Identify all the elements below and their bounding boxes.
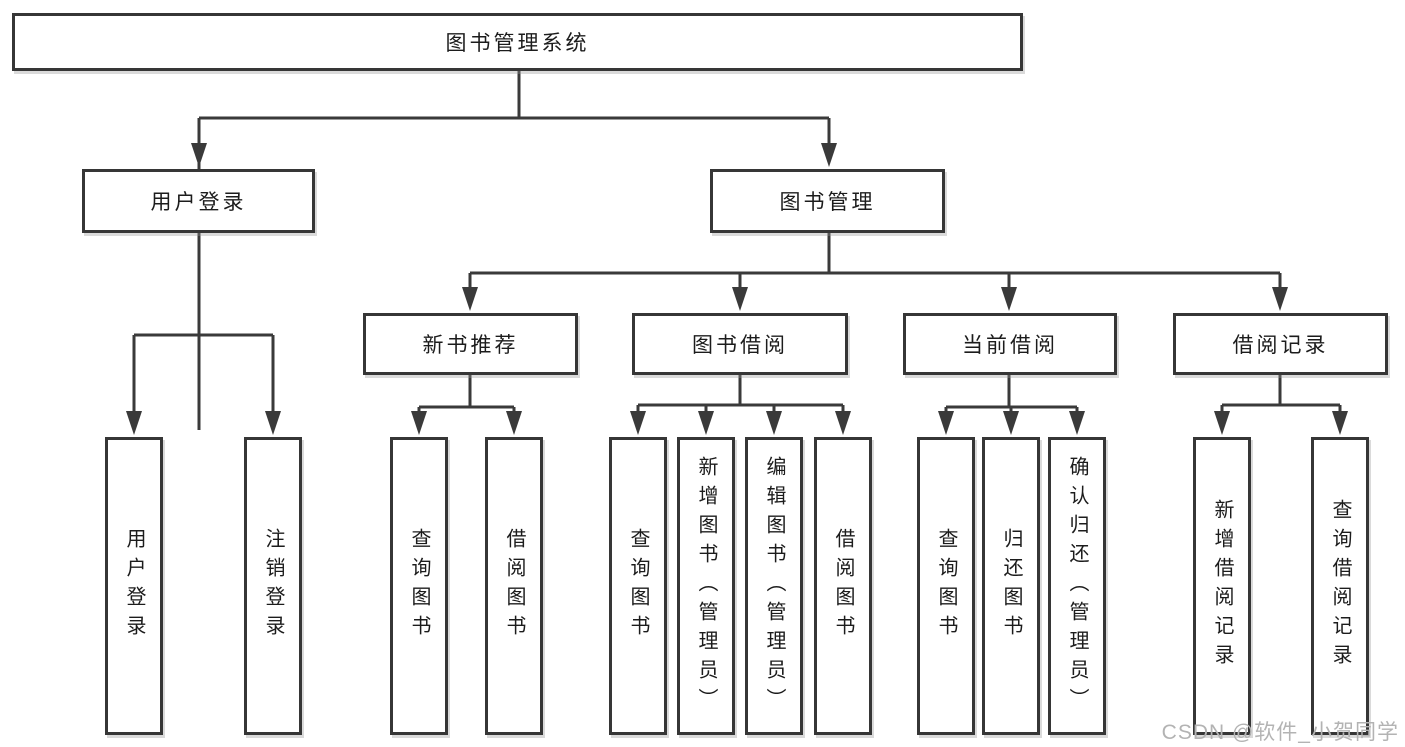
leaf-confirm-return-admin: 确认归还（管理员） [1048, 437, 1106, 735]
leaf-logout: 注销登录 [244, 437, 302, 735]
node-label: 归还图书 [1000, 528, 1022, 644]
arrowheads [126, 143, 1348, 435]
leaf-query-books-borrowing: 查询图书 [609, 437, 667, 735]
node-user-login-branch: 用户登录 [82, 169, 315, 233]
leaf-borrow-books: 借阅图书 [814, 437, 872, 735]
node-label: 编辑图书（管理员） [763, 455, 785, 717]
node-label: 注销登录 [262, 528, 284, 644]
node-label: 借阅记录 [1232, 334, 1329, 357]
node-label: 查询图书 [935, 528, 957, 644]
node-label: 用户登录 [150, 191, 247, 214]
csdn-watermark: CSDN @软件_小贺同学 [1161, 721, 1399, 744]
node-label: 图书管理系统 [445, 32, 590, 55]
node-root-library-management-system: 图书管理系统 [12, 13, 1023, 71]
node-label: 当前借阅 [962, 334, 1058, 357]
node-label: 图书管理 [779, 191, 876, 214]
leaf-query-borrow-record: 查询借阅记录 [1311, 437, 1369, 735]
node-book-management-branch: 图书管理 [710, 169, 945, 233]
leaf-edit-books-admin: 编辑图书（管理员） [745, 437, 803, 735]
node-book-borrowing: 图书借阅 [632, 313, 848, 375]
node-label: 查询图书 [408, 528, 430, 644]
node-label: 新增借阅记录 [1211, 499, 1233, 673]
node-label: 用户登录 [123, 528, 145, 644]
leaf-add-borrow-record: 新增借阅记录 [1193, 437, 1251, 735]
node-new-book-recommendation: 新书推荐 [363, 313, 578, 375]
leaf-borrow-books-recommend: 借阅图书 [485, 437, 543, 735]
node-label: 借阅图书 [832, 528, 854, 644]
leaf-query-books-recommend: 查询图书 [390, 437, 448, 735]
node-label: 新增图书（管理员） [695, 455, 717, 717]
leaf-add-books-admin: 新增图书（管理员） [677, 437, 735, 735]
node-borrowing-records: 借阅记录 [1173, 313, 1388, 375]
node-label: 确认归还（管理员） [1066, 455, 1088, 717]
node-label: 图书借阅 [692, 334, 788, 357]
node-label: 查询借阅记录 [1329, 499, 1351, 673]
node-current-borrowing: 当前借阅 [903, 313, 1117, 375]
leaf-query-books-current: 查询图书 [917, 437, 975, 735]
node-label: 借阅图书 [503, 528, 525, 644]
leaf-return-books: 归还图书 [982, 437, 1040, 735]
leaf-user-login: 用户登录 [105, 437, 163, 735]
node-label: 查询图书 [627, 528, 649, 644]
node-label: 新书推荐 [422, 334, 519, 357]
